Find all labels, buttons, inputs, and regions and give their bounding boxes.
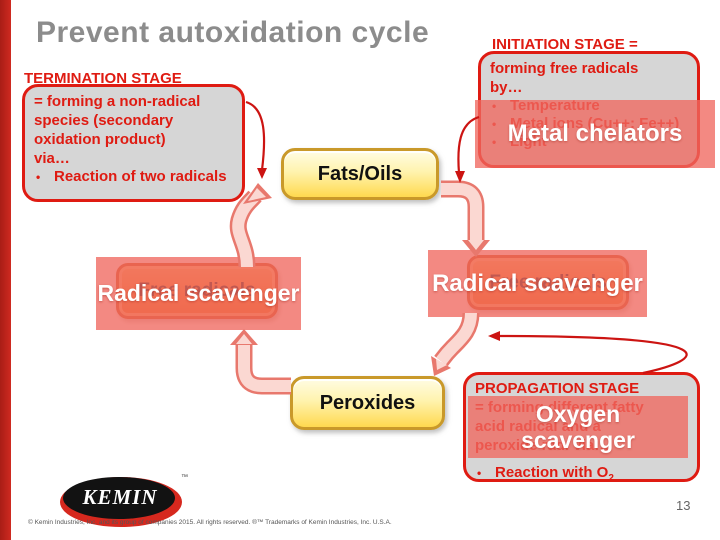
termination-line: oxidation product) bbox=[34, 131, 166, 148]
fats-oils-box: Fats/Oils bbox=[281, 148, 439, 200]
radical-scavenger-right-overlay: Radical scavenger bbox=[428, 250, 647, 317]
slide-title: Prevent autoxidation cycle bbox=[36, 16, 430, 49]
slide-accent-bar bbox=[0, 0, 11, 540]
termination-stage-box: = forming a non-radical species (seconda… bbox=[22, 84, 245, 202]
trademark-icon: ™ bbox=[181, 474, 188, 481]
bullet-icon: • bbox=[477, 466, 482, 480]
arrow-propagation-pointer bbox=[488, 331, 688, 375]
termination-stage-heading: TERMINATION STAGE bbox=[24, 70, 182, 87]
propagation-stage-heading: PROPAGATION STAGE bbox=[475, 380, 640, 397]
arrow-bottom-right bbox=[431, 312, 480, 376]
arrow-right-down bbox=[441, 180, 490, 257]
termination-bullet: • Reaction of two radicals bbox=[36, 168, 227, 185]
kemin-logo-text: KEMIN bbox=[82, 485, 158, 509]
metal-chelators-overlay: Metal chelators bbox=[475, 100, 715, 168]
arrow-left-up bbox=[229, 183, 272, 268]
copyright-text: © Kemin Industries, Inc. and its group o… bbox=[28, 519, 392, 526]
kemin-logo-ellipse bbox=[63, 477, 175, 519]
bullet-icon: • bbox=[36, 170, 41, 184]
radical-scavenger-left-overlay: Radical scavenger bbox=[96, 257, 301, 330]
initiation-line: by… bbox=[490, 79, 523, 96]
arrow-termination-pointer bbox=[245, 100, 267, 179]
kemin-logo: KEMIN ™ bbox=[60, 474, 188, 527]
peroxides-box: Peroxides bbox=[290, 376, 445, 430]
termination-line: via… bbox=[34, 150, 70, 167]
oxygen-scavenger-overlay: Oxygen scavenger bbox=[468, 396, 688, 458]
initiation-stage-heading: INITIATION STAGE = bbox=[492, 36, 638, 53]
initiation-line: forming free radicals bbox=[490, 60, 639, 77]
termination-line: species (secondary bbox=[34, 112, 174, 129]
termination-line: = forming a non-radical bbox=[34, 93, 201, 110]
propagation-bullet: • Reaction with O2 bbox=[475, 464, 688, 488]
arrow-bottom-left bbox=[230, 329, 291, 395]
page-number: 13 bbox=[676, 498, 691, 513]
